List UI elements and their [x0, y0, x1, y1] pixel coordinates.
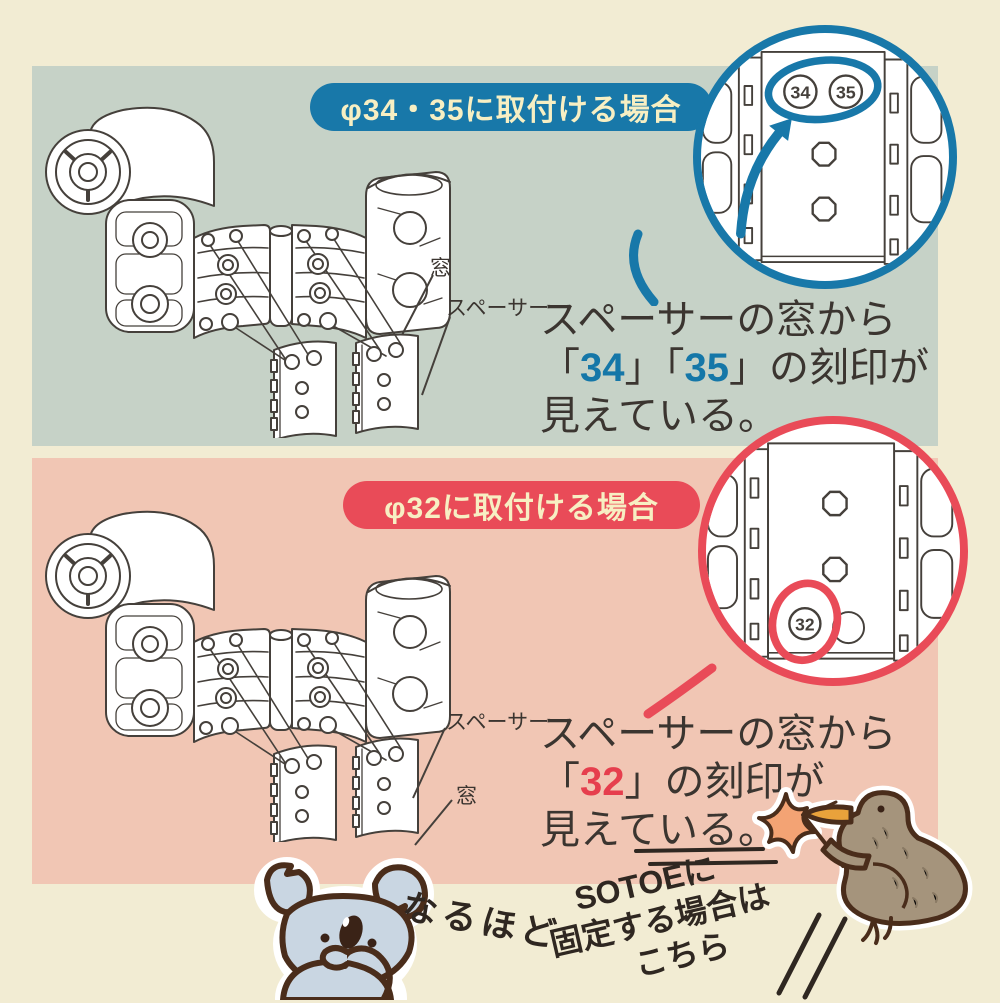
koala-eye-right	[367, 938, 377, 948]
koala-character	[254, 857, 434, 1000]
leader-lines-top	[401, 274, 451, 396]
kiwi-wing	[820, 837, 872, 871]
banner-phi34-35-label: φ34・35に取付ける場合	[340, 94, 682, 127]
label-window-top: 窓	[430, 257, 451, 280]
description-32-line1: スペーサーの窓から	[540, 712, 897, 756]
value-34: 34	[580, 346, 625, 390]
value-32: 32	[580, 760, 625, 804]
description-34-35: スペーサーの窓から 「34」「35」の刻印が 見えている。	[540, 296, 929, 440]
svg-text:34: 34	[790, 82, 810, 102]
label-spacer-top: スペーサー	[446, 297, 550, 320]
description-34-35-line2: 「34」「35」の刻印が	[540, 346, 929, 390]
highlight-oval-32	[768, 579, 842, 665]
slash-flourish	[776, 912, 848, 1000]
description-34-35-line3: 見えている。	[540, 394, 778, 438]
spark-icon	[757, 792, 817, 854]
leader-lines-bottom	[412, 727, 453, 846]
callout-circle-34-35: 34 35	[693, 25, 957, 289]
banner-phi34-35: φ34・35に取付ける場合	[310, 83, 712, 131]
spacer-front-view-34-35: 34 35	[701, 50, 943, 265]
kiwi-legs	[861, 916, 893, 945]
kiwi-belly-line	[872, 862, 909, 909]
banner-phi32-label: φ32に取付ける場合	[384, 492, 659, 525]
value-35: 35	[684, 346, 730, 390]
description-32: スペーサーの窓から 「32」の刻印が 見えている。	[540, 710, 896, 854]
koala-eye-left	[320, 933, 330, 943]
banner-phi32: φ32に取付ける場合	[343, 481, 700, 529]
kiwi-eye	[877, 805, 885, 813]
emphasis-double-line	[634, 847, 778, 866]
arrow-tail-blue	[629, 229, 659, 306]
label-window-bottom: 窓	[456, 785, 477, 808]
arrow-icon-blue	[736, 118, 792, 239]
arrow-tail-red	[643, 663, 717, 719]
stamp-35: 35	[828, 74, 864, 109]
callout-circle-32: 32	[698, 416, 968, 686]
stamp-34: 34	[783, 74, 818, 109]
description-32-line2: 「32」の刻印が	[540, 760, 825, 804]
description-34-35-line1: スペーサーの窓から	[540, 298, 897, 342]
kiwi-beak	[802, 804, 854, 825]
highlight-oval-34-35	[764, 56, 882, 124]
description-32-line3: 見えている。	[540, 808, 778, 852]
label-spacer-bottom: スペーサー	[446, 711, 550, 734]
stamp-32: 32	[788, 606, 822, 641]
svg-text:32: 32	[795, 614, 814, 634]
kiwi-character	[752, 785, 973, 945]
koala-paw	[319, 945, 350, 971]
svg-text:35: 35	[836, 82, 856, 102]
spacer-front-view-32: 32	[706, 442, 954, 678]
